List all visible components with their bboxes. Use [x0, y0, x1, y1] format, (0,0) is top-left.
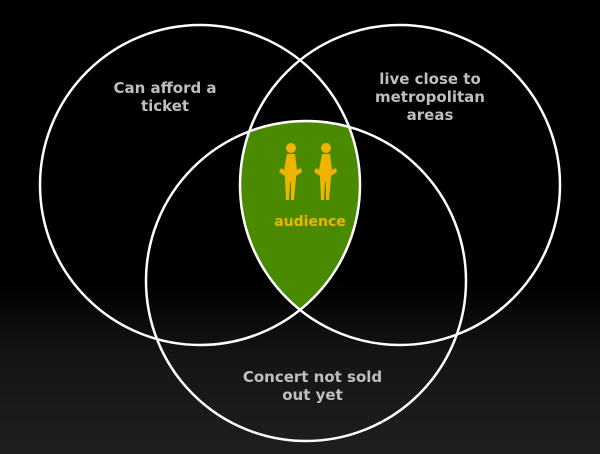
intersection-region	[240, 121, 360, 345]
label-live-close-metropolitan: live close to metropolitan areas	[375, 70, 485, 124]
two-people-icon	[279, 143, 337, 200]
label-concert-not-sold-out: Concert not sold out yet	[242, 368, 383, 404]
circle-can-afford-ticket	[38, 23, 362, 347]
label-can-afford-ticket: Can afford a ticket	[113, 79, 217, 115]
audience-label: audience	[274, 214, 346, 230]
circle-live-close-metropolitan	[238, 23, 562, 347]
circle-concert-not-sold-out	[144, 119, 468, 443]
